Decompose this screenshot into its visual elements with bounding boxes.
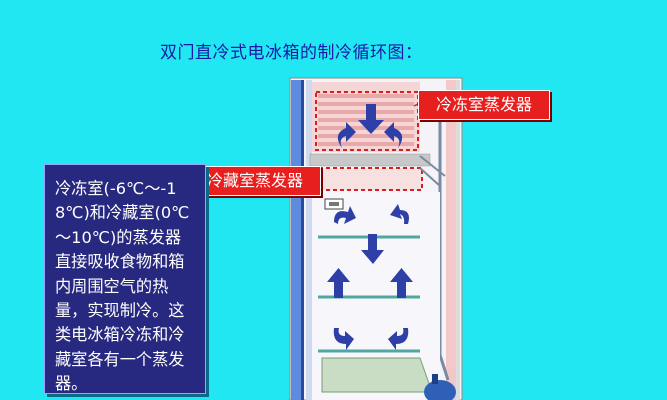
fridge-evaporator-label: 冷藏室蒸发器 <box>189 166 321 196</box>
arrow-curl-icon <box>333 328 354 350</box>
diagram-title: 双门直冷式电冰箱的制冷循环图： <box>160 43 423 63</box>
arrow-down-icon <box>361 234 384 264</box>
fridge-evaporator-outline <box>311 167 423 191</box>
compressor <box>424 380 456 400</box>
arrow-down-icon <box>358 104 384 134</box>
crisper-drawer <box>321 357 433 393</box>
arrow-curl-icon <box>334 206 356 224</box>
arrow-up-icon <box>327 268 350 298</box>
freezer-evaporator-label: 冷冻室蒸发器 <box>418 90 550 120</box>
compartment-divider <box>309 153 431 167</box>
description-box: 冷冻室(-6℃～-18℃)和冷藏室(0℃～10℃)的蒸发器直接吸收食物和箱内周围… <box>44 164 206 394</box>
description-text: 冷冻室(-6℃～-18℃)和冷藏室(0℃～10℃)的蒸发器直接吸收食物和箱内周围… <box>55 179 190 394</box>
arrow-curl-icon <box>337 122 356 148</box>
arrow-curl-icon <box>390 204 409 224</box>
airflow-arrows <box>327 104 413 350</box>
arrow-up-icon <box>390 268 413 298</box>
arrow-curl-icon <box>384 122 403 148</box>
freezer-evaporator-outline <box>315 91 419 151</box>
arrow-curl-icon <box>388 328 409 350</box>
door-seal-strip <box>291 80 301 400</box>
